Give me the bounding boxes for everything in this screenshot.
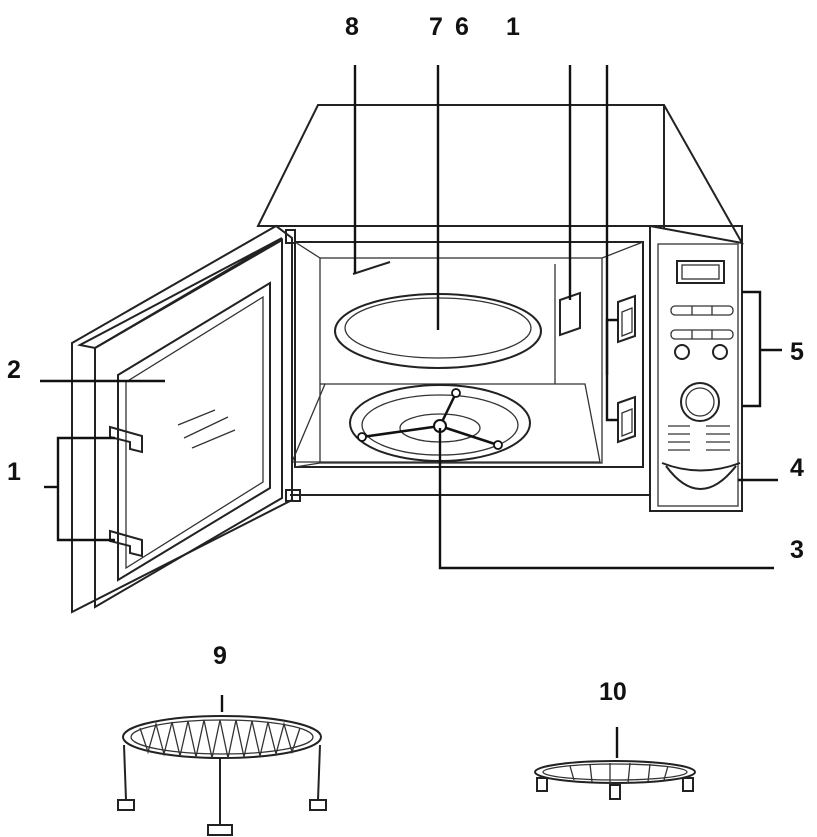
label-glass-tray: 7 bbox=[429, 13, 443, 41]
label-door-hooks: 1 bbox=[7, 458, 21, 486]
turntable-coupler bbox=[358, 389, 502, 449]
label-door-release: 4 bbox=[790, 454, 804, 482]
label-turntable-shaft: 3 bbox=[790, 536, 804, 564]
waveguide-cover bbox=[353, 262, 390, 274]
latch-holes bbox=[618, 296, 635, 442]
leader-lines bbox=[40, 65, 782, 758]
microwave-body bbox=[258, 105, 742, 495]
label-door-window: 2 bbox=[7, 356, 21, 384]
label-waveguide-cover: 8 bbox=[345, 13, 359, 41]
oven-cavity bbox=[292, 242, 643, 467]
rack-high bbox=[118, 716, 326, 835]
label-control-panel: 5 bbox=[790, 338, 804, 366]
label-rack-low: 10 bbox=[599, 678, 627, 706]
label-coupler-roller: 6 bbox=[455, 13, 469, 41]
oven-door bbox=[72, 226, 300, 612]
door-release-button bbox=[662, 463, 740, 489]
control-panel bbox=[650, 226, 742, 511]
label-top-panel: 1 bbox=[506, 13, 520, 41]
label-rack-high: 9 bbox=[213, 642, 227, 670]
rack-low bbox=[535, 761, 695, 799]
